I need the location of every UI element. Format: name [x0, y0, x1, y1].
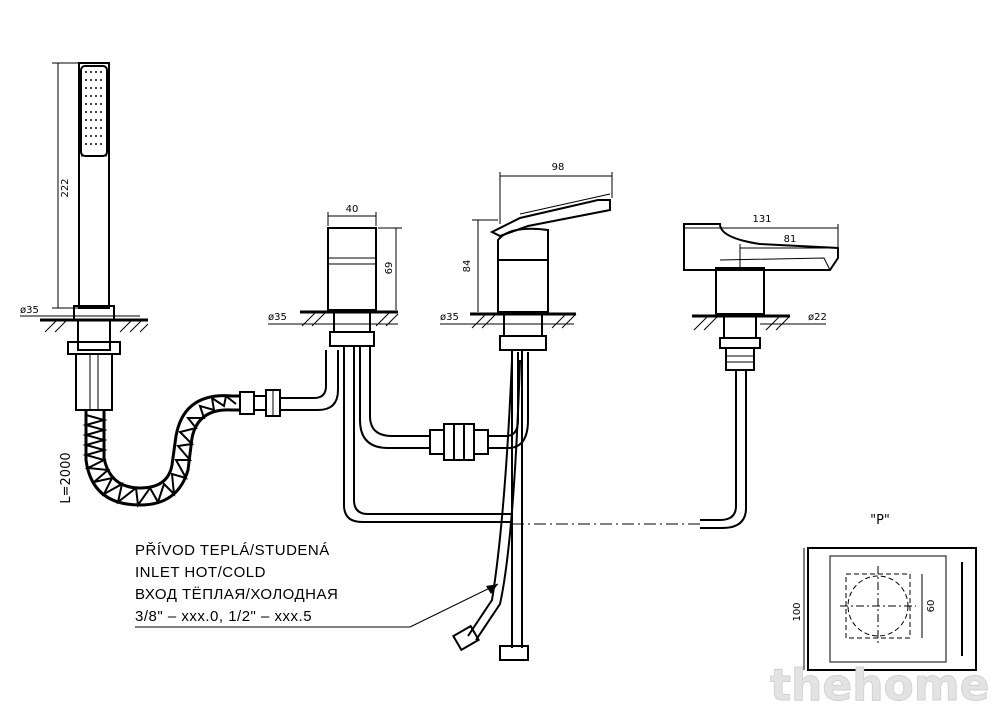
dim-hose-length: L=2000 — [59, 452, 74, 503]
detail-p: "P" 100 60 — [792, 513, 977, 671]
detail-label: "P" — [870, 513, 890, 528]
dim-spout-length: 131 — [752, 214, 771, 225]
dim-valve-height: 69 — [384, 262, 395, 275]
shower-head-dots — [85, 71, 102, 145]
deck-hatch-1 — [44, 319, 149, 333]
flex-hose — [82, 350, 339, 508]
dim-spout-diameter: ø22 — [808, 312, 827, 323]
dim-mixer-diameter: ø35 — [440, 312, 459, 323]
diverter-valve: 40 69 ø35 — [268, 204, 512, 523]
dim-shower-height: 222 — [60, 178, 71, 197]
hand-shower: 222 ø35 L=2000 — [20, 62, 149, 504]
mixer: 98 84 ø35 — [440, 162, 613, 661]
dim-detail-inner: 60 — [926, 600, 937, 613]
inlet-note: PŘÍVOD TEPLÁ/STUDENÁ INLET HOT/COLD ВХОД… — [135, 542, 499, 628]
inlet-note-line-2: INLET HOT/COLD — [135, 564, 266, 581]
dim-mixer-width: 98 — [552, 162, 565, 173]
watermark-logo: thehome — [770, 660, 989, 711]
dim-mixer-height: 84 — [462, 260, 473, 273]
inlet-note-line-1: PŘÍVOD TEPLÁ/STUDENÁ — [135, 542, 330, 559]
dim-detail-height: 100 — [792, 602, 803, 621]
inlet-note-line-4: 3/8" – xxx.0, 1/2" – xxx.5 — [135, 608, 312, 625]
inlet-note-line-3: ВХОД ТЁПЛАЯ/ХОЛОДНАЯ — [135, 586, 338, 603]
dim-shower-diameter: ø35 — [20, 305, 39, 316]
spout: 131 81 ø22 — [683, 214, 839, 529]
pipe-coupling — [429, 352, 529, 461]
dim-valve-diameter: ø35 — [268, 312, 287, 323]
dim-spout-reach: 81 — [784, 234, 797, 245]
dim-valve-width: 40 — [346, 204, 359, 215]
